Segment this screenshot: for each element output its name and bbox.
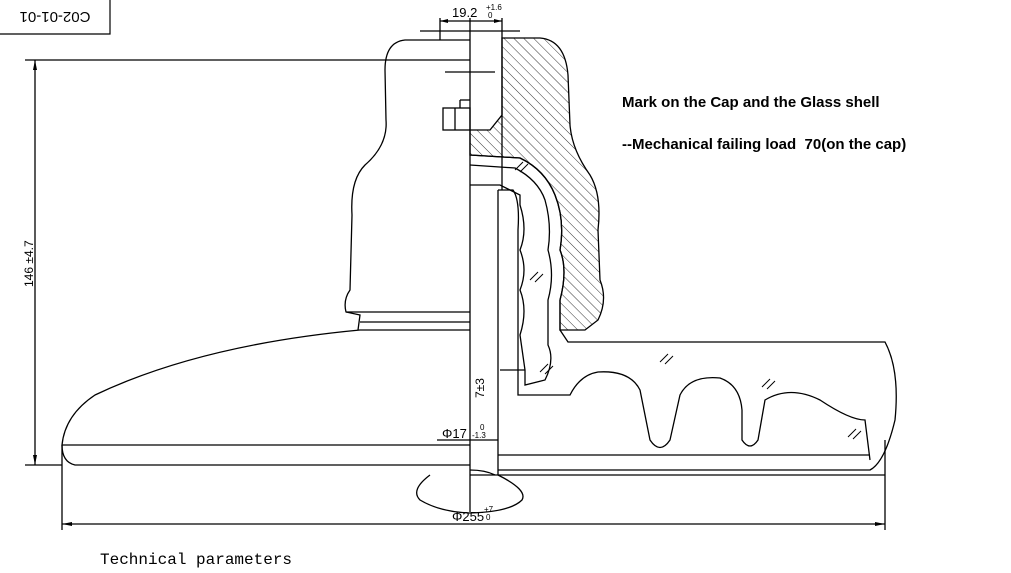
bore-tol-upper: +1.6 bbox=[486, 3, 502, 12]
bore-width-label: 19.2 bbox=[452, 5, 477, 20]
disc-tol-upper: +7 bbox=[484, 505, 494, 514]
cap-section-hatched bbox=[469, 37, 605, 331]
drawing-number-box: C02-01-01 bbox=[0, 0, 111, 35]
disc-tol-lower: 0 bbox=[486, 513, 491, 522]
height-label: 146 ±4.7 bbox=[22, 240, 36, 287]
disc-diameter-label: Φ255 bbox=[452, 509, 484, 524]
pin-tol-upper: 0 bbox=[480, 423, 485, 432]
drawing-number: C02-01-01 bbox=[20, 8, 91, 25]
load-note: --Mechanical failing load 70(on the cap) bbox=[622, 136, 907, 153]
glass-disc-left bbox=[61, 329, 470, 466]
pin-diameter-label: Φ17 bbox=[442, 426, 467, 441]
pin-tol-lower: -1.3 bbox=[472, 431, 486, 440]
pin-offset-label: 7±3 bbox=[473, 378, 487, 398]
cap-outline bbox=[344, 39, 470, 331]
pin-end bbox=[416, 474, 524, 514]
bore-tol-lower: 0 bbox=[488, 11, 493, 20]
section-title: Technical parameters bbox=[100, 551, 293, 569]
mark-note: Mark on the Cap and the Glass shell bbox=[622, 94, 880, 111]
